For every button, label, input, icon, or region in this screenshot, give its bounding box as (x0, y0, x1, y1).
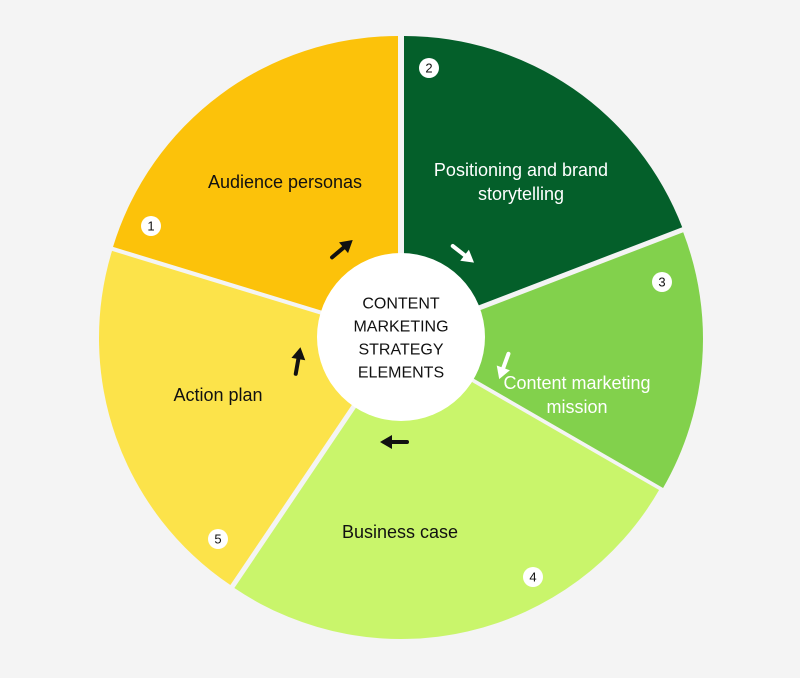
flow-arrow-icon (450, 243, 475, 263)
center-title-line: MARKETING (353, 319, 448, 336)
segment-label: Positioning and brand (434, 160, 608, 180)
segment-label: storytelling (478, 184, 564, 204)
segment-number: 4 (529, 570, 536, 585)
center-title-line: CONTENT (362, 296, 440, 313)
segment-4: Business case 4 (234, 341, 660, 639)
segment-wedge (405, 232, 703, 488)
segment-wedge (113, 36, 398, 334)
segment-label: Content marketing (503, 373, 650, 393)
segment-3: Content marketing mission 3 (405, 232, 703, 488)
flow-arrow-icon (291, 347, 306, 376)
segment-label: mission (546, 397, 607, 417)
center-circle (317, 253, 485, 421)
segment-label: Audience personas (208, 172, 362, 192)
segment-number: 1 (147, 219, 154, 234)
center-title-line: STRATEGY (358, 342, 443, 359)
segment-label: Business case (342, 522, 458, 542)
segment-number-badge (141, 216, 161, 236)
segment-2: Positioning and brand storytelling 2 (404, 36, 683, 334)
segment-number: 3 (658, 275, 665, 290)
segment-number: 2 (425, 61, 432, 76)
flow-arrow-icon (330, 240, 353, 260)
segment-number-badge (523, 567, 543, 587)
center-hub: CONTENT MARKETING STRATEGY ELEMENTS (317, 253, 485, 421)
segment-1: Audience personas 1 (113, 36, 398, 334)
segment-number-badge (652, 272, 672, 292)
flow-arrow-icon (496, 351, 511, 380)
segment-number: 5 (214, 532, 221, 547)
segment-number-badge (419, 58, 439, 78)
flow-arrow-icon (380, 435, 409, 449)
segment-label: Action plan (173, 385, 262, 405)
center-title-line: ELEMENTS (358, 365, 444, 382)
segment-number-badge (208, 529, 228, 549)
segment-wedge (404, 36, 683, 334)
segment-wedge (234, 341, 660, 639)
